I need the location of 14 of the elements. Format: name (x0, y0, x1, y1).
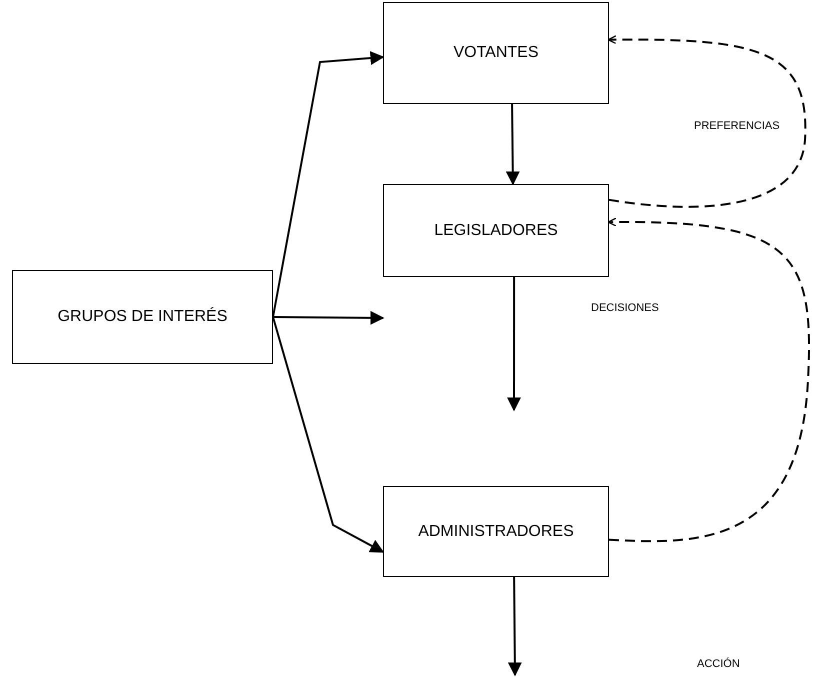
arrow (507, 277, 521, 412)
arrow (272, 51, 384, 318)
process-box: ADMINISTRADORES (383, 486, 609, 577)
process-box: LEGISLADORES (383, 184, 609, 277)
arrow (506, 104, 520, 186)
arrow (272, 310, 384, 325)
arrow (508, 576, 522, 676)
dashed-arrow (608, 35, 806, 208)
flow-label: ACCIÓN (697, 656, 740, 672)
process-box: GRUPOS DE INTERÉS (12, 270, 273, 364)
process-box: VOTANTES (383, 2, 609, 104)
flow-label: DECISIONES (591, 301, 659, 316)
arrow (272, 316, 384, 553)
dashed-arrow (608, 218, 810, 542)
